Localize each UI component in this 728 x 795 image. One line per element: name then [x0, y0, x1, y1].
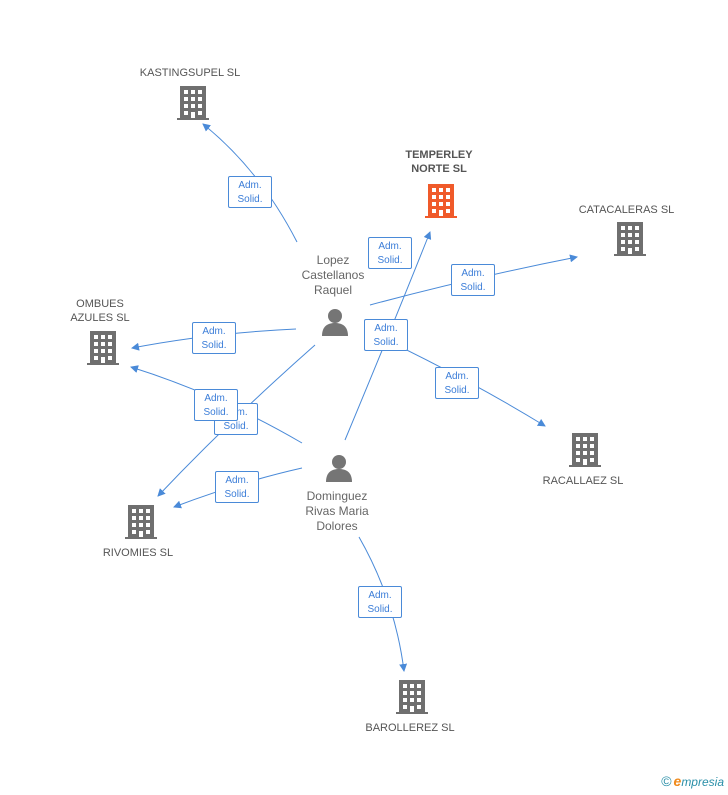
edge-label-line1: Adm. — [461, 268, 485, 279]
edge-label-line2: Solid. — [377, 255, 403, 266]
company-label-ombues[interactable]: OMBUES AZULES SL — [70, 298, 130, 324]
edge-label-dominguez-racallaez[interactable]: Adm. Solid. — [435, 367, 479, 399]
edge-label-lopez-ombues[interactable]: Adm. Solid. — [192, 322, 236, 354]
brand-name: mpresia — [681, 775, 724, 789]
edge-label-line2: Solid. — [367, 604, 393, 615]
company-label-racallaez[interactable]: RACALLAEZ SL — [542, 475, 624, 487]
person-icon-lopez — [322, 309, 348, 336]
edge-label-line1: Adm. — [238, 180, 262, 191]
edge-label-dominguez-rivomies[interactable]: Adm. Solid. — [215, 471, 259, 503]
brand-initial: e — [673, 773, 682, 789]
edge-label-line1: Adm. — [378, 241, 402, 252]
company-label-temperley[interactable]: TEMPERLEY NORTE SL — [405, 149, 473, 175]
edge-label-line2: Solid. — [373, 337, 399, 348]
company-label-rivomies[interactable]: RIVOMIES SL — [102, 547, 174, 559]
edge-label-line1: Adm. — [445, 371, 469, 382]
person-label-dominguez[interactable]: Dominguez Rivas Maria Dolores — [305, 489, 369, 533]
edge-label-line2: Solid. — [237, 194, 263, 205]
edge-label-line1: Adm. — [374, 323, 398, 334]
building-icon-racallaez — [569, 433, 601, 467]
edge-label-line2: Solid. — [201, 340, 227, 351]
building-icon-rivomies — [125, 505, 157, 539]
person-label-lopez[interactable]: Lopez Castellanos Raquel — [301, 253, 365, 297]
building-icon-ombues — [87, 331, 119, 365]
edge-label-dominguez-barollerez[interactable]: Adm. Solid. — [358, 586, 402, 618]
building-icon-barollerez — [396, 680, 428, 714]
edge-label-line1: Adm. — [204, 393, 228, 404]
person-icon-dominguez — [326, 455, 352, 482]
edge-label-line2: Solid. — [444, 385, 470, 396]
edge-label-line2: Solid. — [223, 421, 249, 432]
edge-label-line2: Solid. — [203, 407, 229, 418]
edge-label-line2: Solid. — [224, 489, 250, 500]
edge-label-dominguez-ombues[interactable]: Adm. Solid. — [194, 389, 238, 421]
building-icon-temperley — [425, 184, 457, 218]
building-icon-kastingsupel — [177, 86, 209, 120]
edge-label-line1: Adm. — [368, 590, 392, 601]
copyright-symbol: © — [661, 773, 672, 789]
company-label-barollerez[interactable]: BAROLLEREZ SL — [365, 722, 455, 734]
company-label-kastingsupel[interactable]: KASTINGSUPEL SL — [139, 67, 241, 79]
edge-label-lopez-temperley-upper[interactable]: Adm. Solid. — [368, 237, 412, 269]
company-label-catacaleras[interactable]: CATACALERAS SL — [578, 204, 675, 216]
building-icon-catacaleras — [614, 222, 646, 256]
edge-label-line2: Solid. — [460, 282, 486, 293]
empresia-logo: ©empresia — [661, 773, 724, 789]
edge-label-dominguez-temperley[interactable]: Adm. Solid. — [364, 319, 408, 351]
edge-label-lopez-kastingsupel[interactable]: Adm. Solid. — [228, 176, 272, 208]
edge-label-lopez-catacaleras[interactable]: Adm. Solid. — [451, 264, 495, 296]
edge-label-line1: Adm. — [225, 475, 249, 486]
edge-label-line1: Adm. — [202, 326, 226, 337]
